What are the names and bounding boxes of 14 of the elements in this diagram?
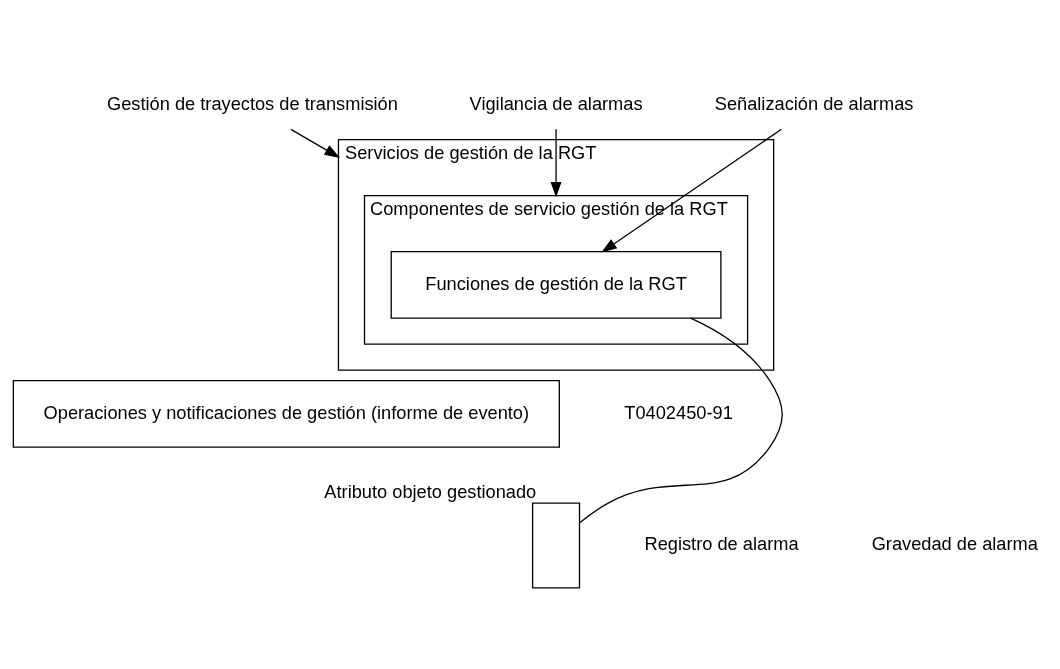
node-text: Señalización de alarmas bbox=[714, 92, 914, 114]
node-text: Gestión de trayectos de transmisión bbox=[107, 92, 398, 114]
node-text: Vigilancia de alarmas bbox=[469, 92, 643, 114]
connector bbox=[579, 316, 783, 523]
arrow bbox=[550, 128, 562, 198]
node-box bbox=[531, 501, 581, 588]
arrow bbox=[290, 128, 341, 158]
node-box: Operaciones y notificaciones de gestión (informe de evento) bbox=[12, 379, 560, 448]
node-box: Funciones de gestión de la RGT bbox=[390, 250, 722, 319]
label: T0402450-91 bbox=[624, 401, 733, 423]
node-label: Atributo objeto gestionado bbox=[324, 480, 537, 502]
arrow bbox=[601, 128, 783, 253]
label: Gravedad de alarma bbox=[871, 532, 1038, 554]
label: Registro de alarma bbox=[644, 532, 799, 554]
